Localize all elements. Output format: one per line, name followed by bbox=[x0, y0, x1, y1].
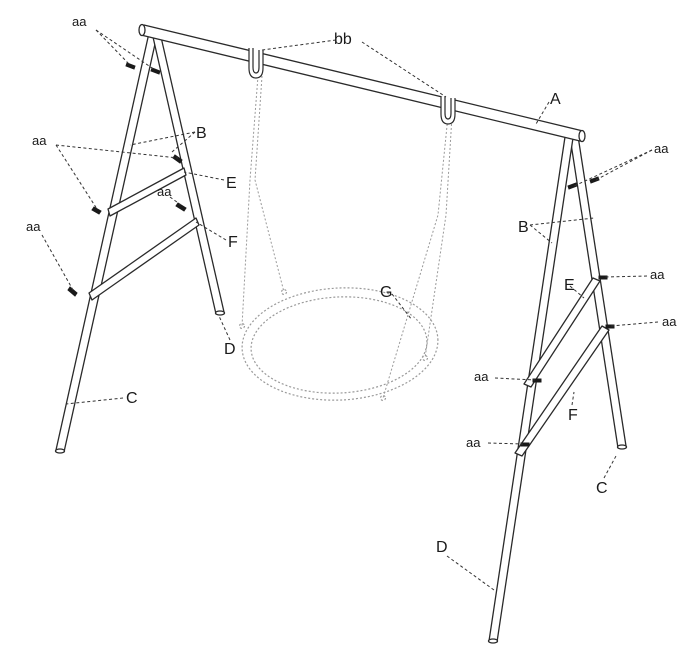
label-b-right: B bbox=[518, 219, 529, 236]
label-aa-right-top: aa bbox=[654, 141, 669, 156]
label-a: A bbox=[550, 91, 561, 108]
label-aa-right-upper: aa bbox=[650, 267, 665, 282]
right-a-frame bbox=[487, 135, 628, 644]
part-labels: bb A aa B aa E aa F aa D C G aa B E aa a… bbox=[26, 14, 677, 556]
label-b-left: B bbox=[196, 125, 207, 142]
label-f-left: F bbox=[228, 234, 238, 251]
label-g: G bbox=[380, 284, 392, 301]
label-e-left: E bbox=[226, 175, 237, 192]
swing-ropes bbox=[241, 75, 453, 399]
label-bb: bb bbox=[334, 31, 352, 48]
label-c-left: C bbox=[126, 390, 138, 407]
left-upper-brace bbox=[107, 167, 187, 217]
left-lower-brace bbox=[88, 217, 200, 301]
label-aa-right-brace-lower: aa bbox=[466, 435, 481, 450]
label-aa-left-lower: aa bbox=[26, 219, 41, 234]
left-front-leg bbox=[55, 32, 158, 453]
swing-hooks bbox=[248, 48, 456, 125]
left-back-leg bbox=[152, 36, 225, 315]
label-f-right: F bbox=[568, 407, 578, 424]
label-aa-left-middle: aa bbox=[32, 133, 47, 148]
label-d-right: D bbox=[436, 539, 448, 556]
bolts bbox=[67, 62, 615, 447]
left-a-frame bbox=[54, 32, 226, 454]
right-upper-brace bbox=[523, 277, 601, 388]
label-d-left: D bbox=[224, 341, 236, 358]
right-lower-brace bbox=[514, 325, 610, 457]
label-aa-left-top: aa bbox=[72, 14, 87, 29]
label-c-right: C bbox=[596, 480, 608, 497]
label-aa-right-lower: aa bbox=[662, 314, 677, 329]
nest-seat bbox=[238, 287, 439, 402]
right-back-leg bbox=[569, 135, 627, 449]
leader-lines bbox=[41, 29, 659, 591]
label-e-right: E bbox=[564, 277, 575, 294]
label-aa-right-brace-upper: aa bbox=[474, 369, 489, 384]
label-aa-left-inner: aa bbox=[157, 184, 172, 199]
